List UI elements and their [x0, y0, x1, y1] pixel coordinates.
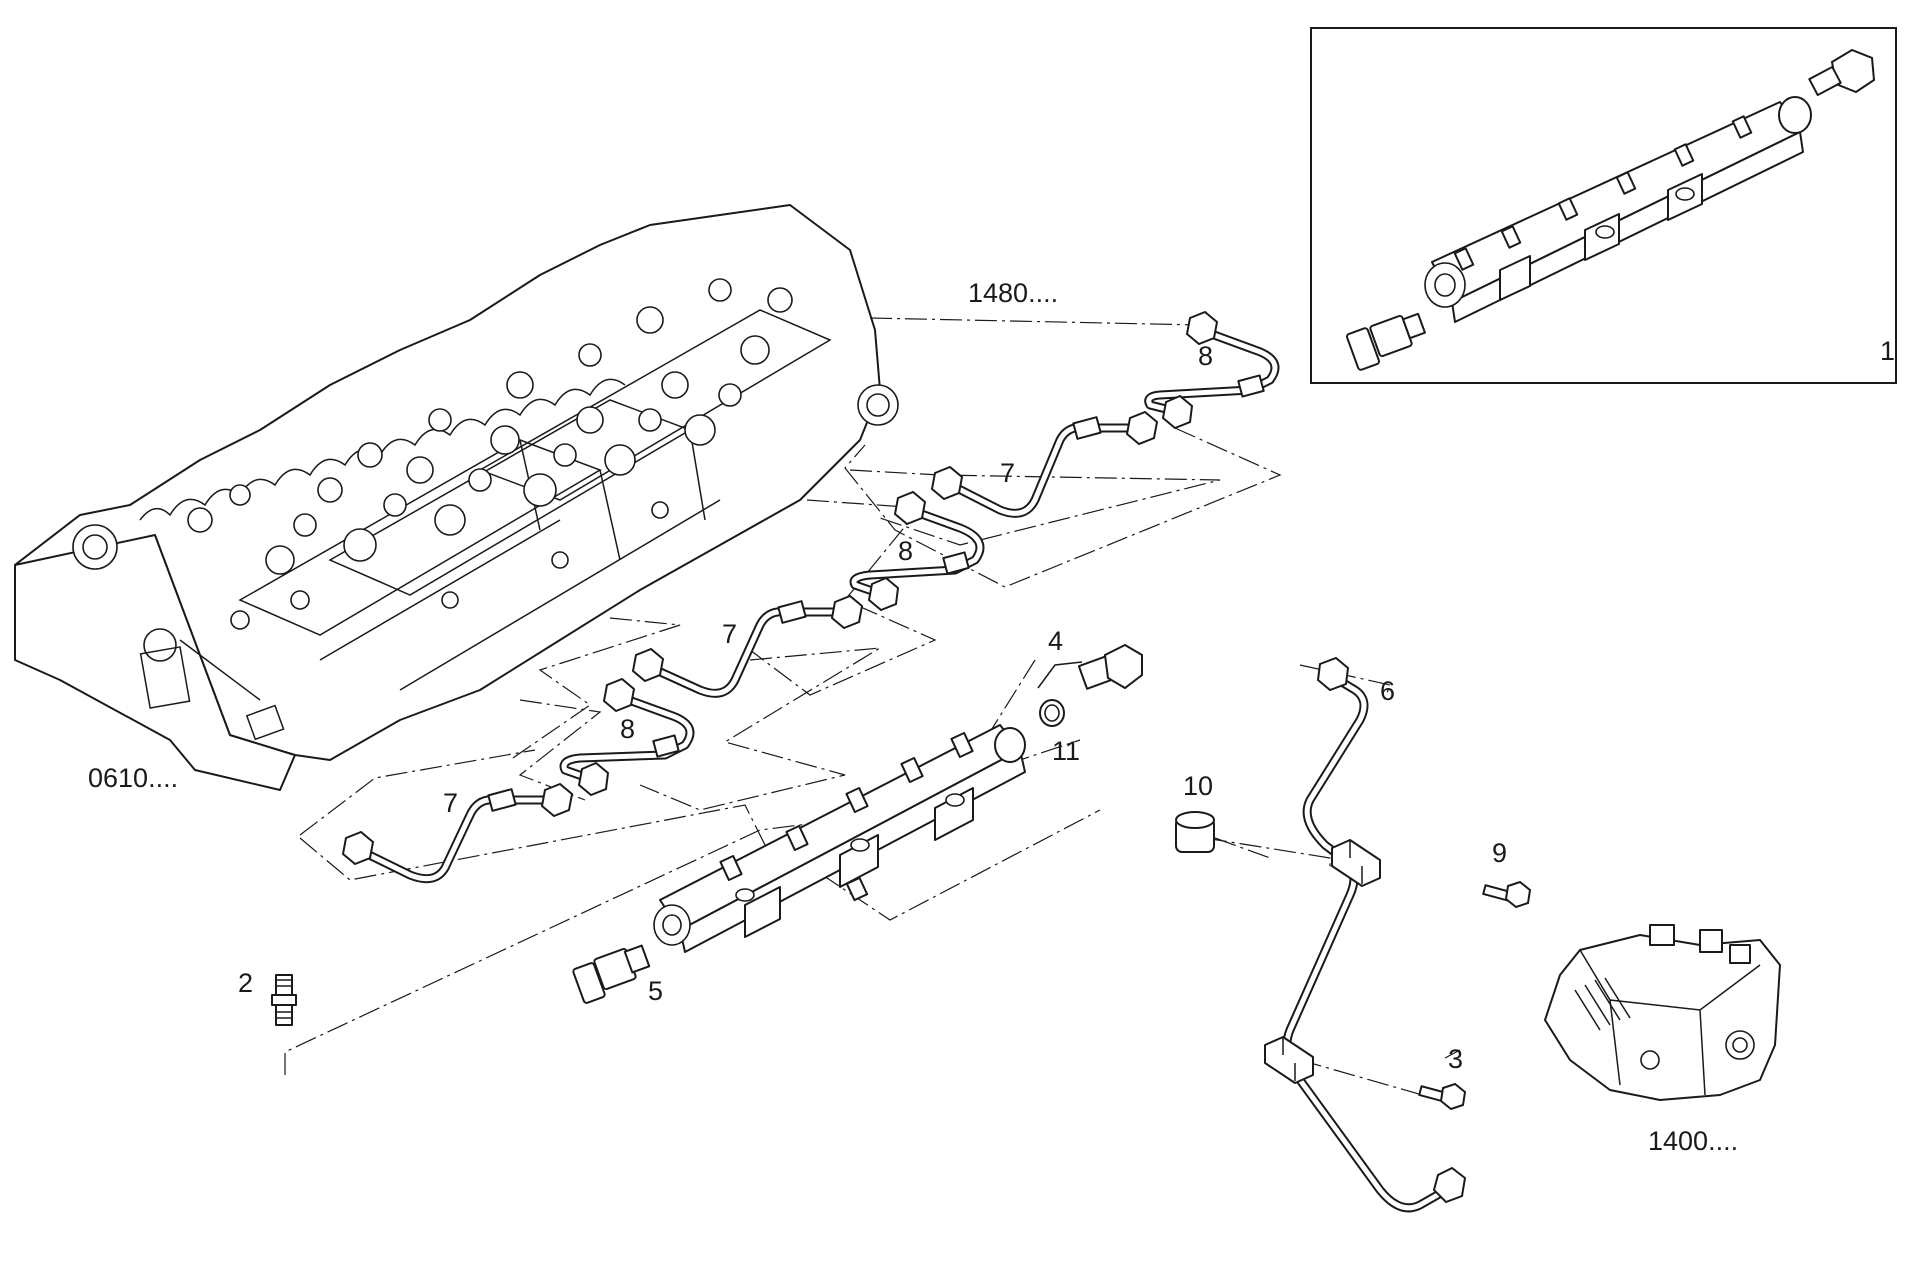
spacer: [1175, 811, 1215, 853]
inset-box: [1310, 27, 1897, 384]
pipe-clamp-upper: [1331, 839, 1381, 887]
injector-pipe-7-top: [930, 410, 1159, 518]
injector-pipe-8-top: [1144, 310, 1280, 430]
injector-pipe-8-lower: [559, 677, 695, 797]
screw-9: [1482, 880, 1532, 909]
reference-0610: 0610....: [88, 763, 178, 793]
reference-1480: 1480....: [968, 278, 1058, 308]
inset-rail-outlets: [1453, 115, 1753, 271]
feed-pipe: [1282, 656, 1467, 1213]
injector-pipe-7-middle: [631, 594, 864, 698]
injector-pipe-7-lower: [341, 782, 574, 884]
callout-11: 11: [1052, 736, 1080, 766]
inset-fuel-rail: [1424, 96, 1812, 323]
callout-7-middle: 7: [722, 619, 737, 649]
cylinder-head: [14, 204, 899, 791]
high-pressure-pump: [1544, 924, 1781, 1101]
stud: [271, 974, 297, 1026]
callout-7-lower: 7: [443, 788, 458, 818]
inset-pressure-sensor: [1346, 312, 1426, 371]
callout-4: 4: [1048, 626, 1063, 656]
rail-outlets: [719, 731, 974, 902]
screw-3: [1418, 1082, 1467, 1111]
reference-1400: 1400....: [1648, 1126, 1738, 1156]
pipe-clamp-lower: [1264, 1036, 1314, 1084]
callout-2: 2: [238, 968, 253, 998]
callout-8-top: 8: [1198, 341, 1213, 371]
callout-7-top: 7: [1000, 458, 1015, 488]
callout-5: 5: [648, 976, 663, 1006]
fuel-rail: [653, 724, 1026, 953]
callout-10: 10: [1183, 771, 1213, 801]
inset-relief-valve: [1808, 48, 1876, 97]
callout-9: 9: [1492, 838, 1507, 868]
callout-6: 6: [1380, 676, 1395, 706]
callout-8-lower: 8: [620, 714, 635, 744]
rail-pressure-sensor: [572, 944, 651, 1004]
injector-pipe-8-middle: [849, 490, 985, 612]
head-ports: [72, 278, 793, 662]
pressure-relief-valve: [1037, 643, 1143, 690]
injector-pipes: [341, 310, 1280, 884]
callout-8-middle: 8: [898, 536, 913, 566]
callout-3: 3: [1448, 1044, 1463, 1074]
seal-ring: [1039, 699, 1065, 727]
callout-labels: 1 2 3 4 5 6 7 7 7 8 8 8 9 10 11 0610....…: [88, 278, 1895, 1156]
callout-1: 1: [1880, 336, 1895, 366]
